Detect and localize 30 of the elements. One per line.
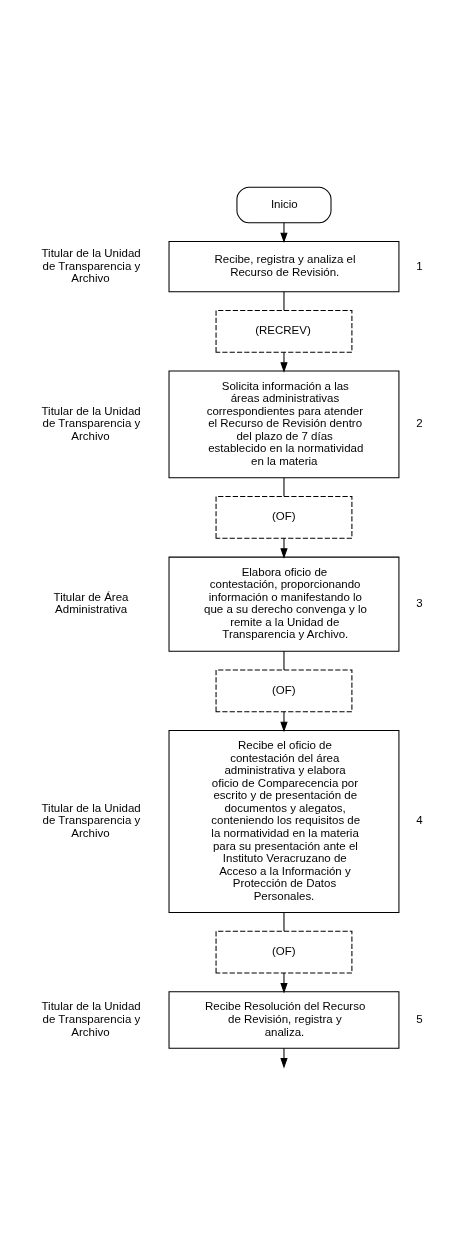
node-box: Recibe Resolución del Recurso de Revisión, registra y analiza. — [168, 991, 400, 1049]
node-label: 1 — [416, 259, 423, 272]
node-box: Inicio — [236, 186, 332, 224]
node-label: 3 — [416, 597, 423, 610]
node-box: (OF) — [215, 496, 353, 539]
node-label: Titular de la Unidad de Transparencia y Archivo — [41, 801, 141, 839]
node-box: (OF) — [215, 930, 353, 974]
connector — [283, 650, 285, 671]
node-label: 2 — [416, 417, 423, 430]
node-box: (OF) — [215, 669, 353, 713]
node-box: Elabora oficio de contestación, proporcionando información o manifestando lo que a su derecho convenga y lo remite a la Unidad de Transparencia y Archivo. — [168, 556, 400, 652]
node-box: Recibe el oficio de contestación del área administrativa y elabora oficio de Comparecencia por escrito y de presentación de documentos y alegatos, conteniendo los requisitos de la normatividad en la materia para su presentación ante el Instituto Veracruzano de Acceso a la Información y Protección de Datos Personales. — [168, 730, 400, 913]
node-box: (RECREV) — [215, 309, 353, 353]
arrow — [280, 711, 288, 733]
connector — [283, 911, 285, 932]
arrow — [280, 972, 288, 994]
node-label: Titular de la Unidad de Transparencia y Archivo — [41, 246, 141, 285]
arrow — [280, 537, 288, 559]
node-box: Recibe, registra y analiza el Recurso de Revisión. — [168, 241, 400, 293]
node-label: Titular de la Unidad de Transparencia y Archivo — [41, 404, 141, 442]
arrow — [280, 351, 288, 373]
node-label: 4 — [416, 814, 423, 827]
node-label: 5 — [416, 1012, 423, 1025]
node-label: Titular de la Unidad de Transparencia y Archivo — [41, 1000, 141, 1038]
node-box: Solicita información a las áreas administrativas correspondientes para atender el Recurso de Revisión dentro del plazo de 7 días establecido en la normatividad en la materia — [168, 370, 400, 479]
connector — [283, 477, 285, 497]
arrow — [280, 222, 288, 244]
node-label: Titular de Área Administrativa — [53, 590, 129, 616]
connector — [283, 291, 285, 311]
arrow — [280, 1047, 288, 1069]
